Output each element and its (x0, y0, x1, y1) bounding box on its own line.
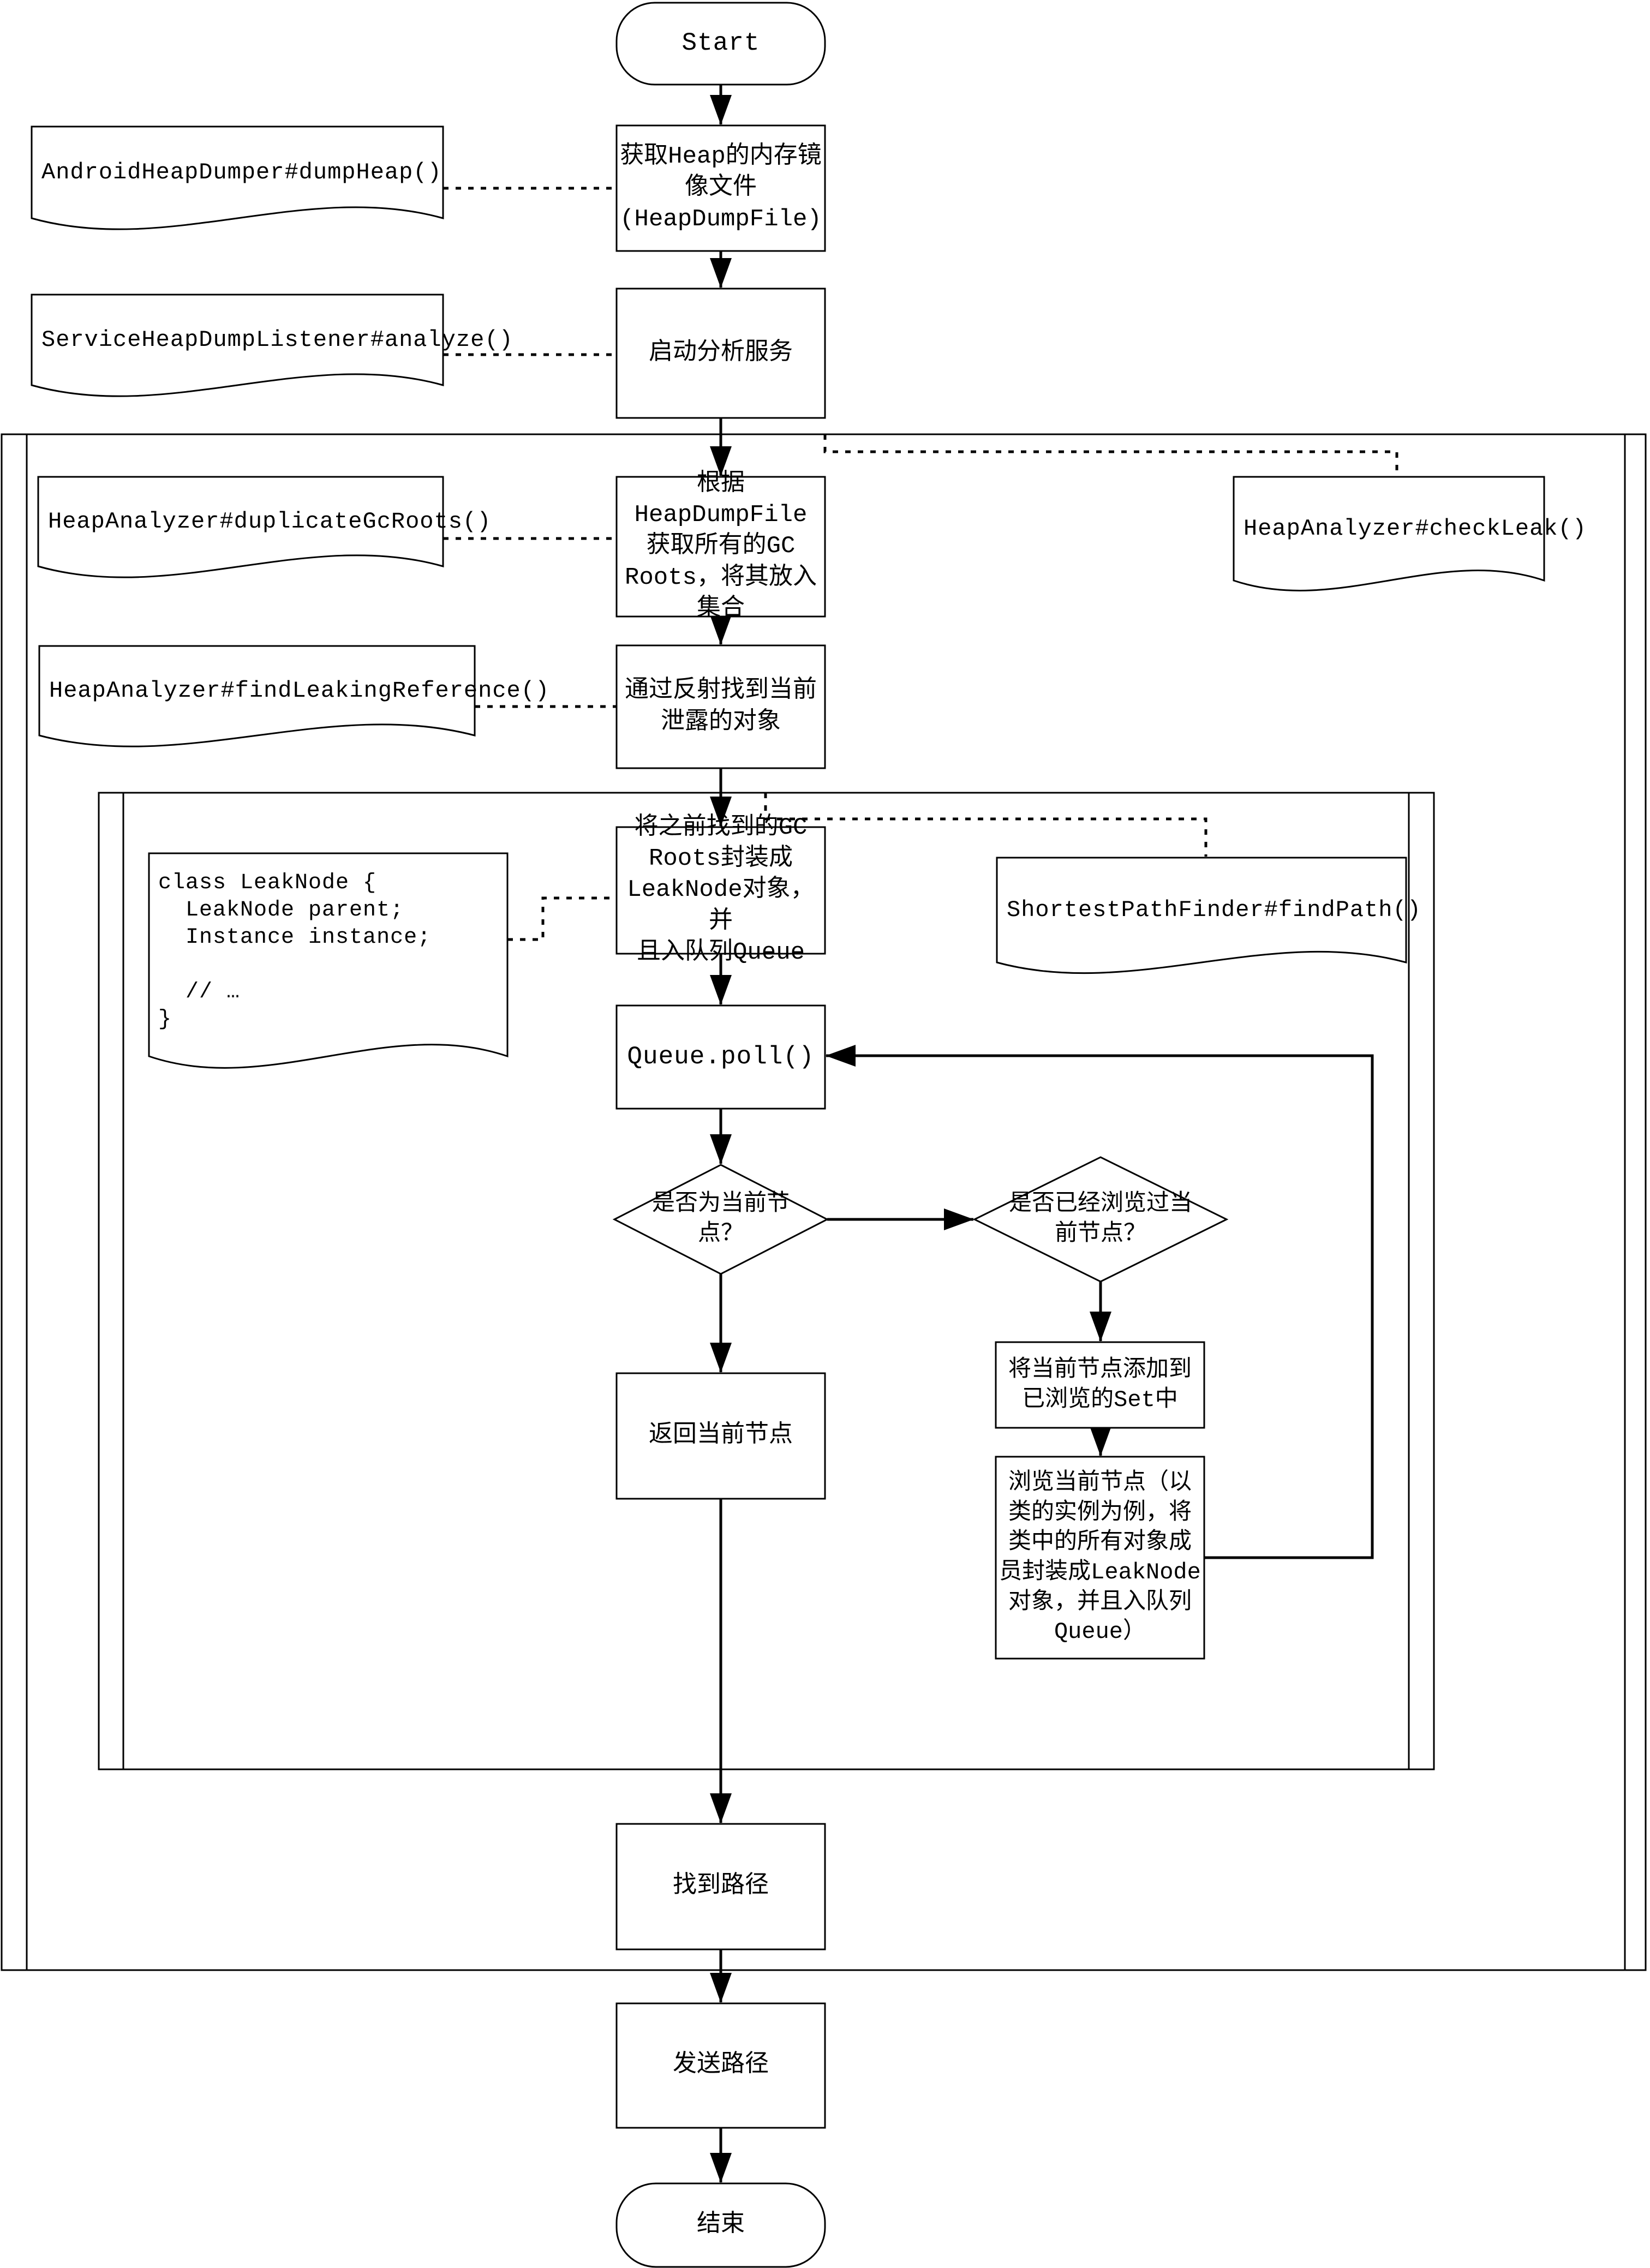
document-leaknode-class-label: class LeakNode { LeakNode parent; Instan… (158, 871, 432, 1032)
process-return-current-node-shape (615, 1372, 826, 1500)
document-duplicategcroots-shape (37, 476, 444, 578)
document-findleakingreference-shape (38, 645, 476, 747)
process-browse-current-node-shape (995, 1456, 1205, 1660)
start-terminator-label: Start (681, 29, 760, 58)
process-find-leaking-object-label: 通过反射找到当前 泄露的对象 (625, 677, 817, 736)
process-find-leaking-object-shape (615, 644, 826, 769)
process-get-heap-dump-label: 获取Heap的内存镜像文件 (HeapDumpFile) (620, 143, 822, 233)
decision-already-browsed-shape (972, 1156, 1229, 1283)
process-wrap-leaknode-label: 将之前找到的GC Roots封装成 LeakNode对象，并 且入队列Queue (627, 814, 815, 966)
process-start-analysis-shape (615, 288, 826, 419)
process-get-gc-roots-shape (615, 476, 826, 618)
process-wrap-leaknode-shape (615, 826, 826, 955)
end-terminator-shape (615, 2182, 826, 2268)
decision-already-browsed-label: 是否已经浏览过当 前节点？ (1008, 1191, 1192, 1247)
process-get-heap-dump-shape (615, 124, 826, 252)
flow-browse-loop-to-queuepoll (826, 1045, 1374, 1559)
process-add-to-set-shape (995, 1341, 1205, 1429)
document-findleakingreference-label: HeapAnalyzer#findLeakingReference() (49, 678, 550, 704)
document-checkleak-shape (1233, 476, 1545, 591)
process-return-current-node-label: 返回当前节点 (649, 1422, 793, 1450)
process-get-gc-roots-label: 根据HeapDumpFile 获取所有的GC Roots，将其放入 集合 (624, 470, 817, 623)
document-duplicategcroots-label: HeapAnalyzer#duplicateGcRoots() (48, 508, 492, 535)
process-send-path-label: 发送路径 (673, 2051, 769, 2079)
dotted-link-checkleak (823, 434, 1398, 476)
dotted-link-findpath (764, 793, 1207, 857)
document-findpath-label: ShortestPathFinder#findPath() (1007, 897, 1421, 923)
end-terminator-label: 结束 (697, 2211, 745, 2239)
decision-is-current-node-label: 是否为当前节 点？ (651, 1191, 790, 1247)
document-findpath-shape (996, 857, 1407, 974)
document-leaknode-class-shape (148, 852, 509, 1069)
process-browse-current-node-label: 浏览当前节点（以 类的实例为例，将 类中的所有对象成 员封装成LeakNode … (999, 1470, 1201, 1645)
process-add-to-set-label: 将当前节点添加到 已浏览的Set中 (1008, 1356, 1192, 1413)
process-send-path-shape (615, 2002, 826, 2129)
process-queue-poll-shape (615, 1004, 826, 1110)
document-dumpheap-label: AndroidHeapDumper#dumpHeap() (41, 159, 442, 185)
start-terminator-shape (615, 2, 826, 86)
document-dumpheap-shape (31, 125, 444, 230)
document-analyze-shape (31, 294, 444, 397)
decision-is-current-node-shape (612, 1164, 829, 1275)
process-path-found-shape (615, 1823, 826, 1950)
process-queue-poll-label: Queue.poll() (627, 1042, 815, 1071)
dotted-link-leaknode-class (507, 896, 617, 941)
document-analyze-label: ServiceHeapDumpListener#analyze() (41, 327, 513, 353)
process-start-analysis-label: 启动分析服务 (649, 339, 793, 367)
process-path-found-label: 找到路径 (673, 1872, 769, 1900)
document-checkleak-label: HeapAnalyzer#checkLeak() (1244, 516, 1587, 542)
